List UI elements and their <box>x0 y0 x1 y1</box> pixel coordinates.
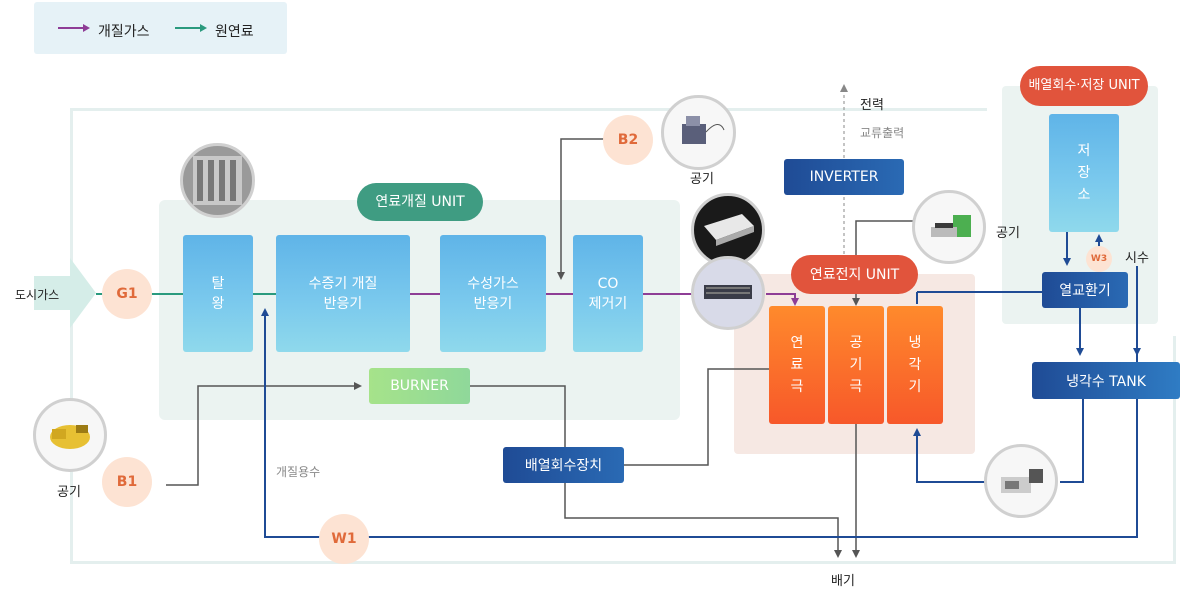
fuel-cell-unit-label: 연료전지 UNIT <box>791 255 918 294</box>
desulfurizer-photo <box>180 143 255 218</box>
inverter-block: INVERTER <box>784 159 904 195</box>
legend: 개질가스 원연료 <box>34 2 287 54</box>
heat-recovery-unit-label: 배열회수·저장 UNIT <box>1020 66 1148 106</box>
air-blower-b1-photo <box>33 398 107 472</box>
fuel-reforming-unit-label: 연료개질 UNIT <box>357 183 483 221</box>
legend-raw-fuel: 원연료 <box>215 24 254 40</box>
coolant-tank-block: 냉각수 TANK <box>1032 362 1180 399</box>
node-b1: B1 <box>102 457 152 507</box>
node-g1: G1 <box>102 269 152 319</box>
reforming-water-label: 개질용수 <box>276 465 321 479</box>
cooler-block: 냉 각 기 <box>887 306 943 424</box>
reformer-module-photo <box>691 193 765 267</box>
city-gas-label: 도시가스 <box>15 288 60 302</box>
power-label: 전력 <box>860 98 884 113</box>
heat-recovery-device-block: 배열회수장치 <box>503 447 624 483</box>
fuel-cell-stack-photo <box>691 256 765 330</box>
cathode-block: 공 기 극 <box>828 306 884 424</box>
burner-block: BURNER <box>369 368 470 404</box>
node-b2: B2 <box>603 115 653 165</box>
ac-output-label: 교류출력 <box>860 126 905 140</box>
air-label-b1: 공기 <box>57 485 81 500</box>
pump-photo <box>984 444 1058 518</box>
node-w3: W3 <box>1086 246 1112 272</box>
air-blower-fc-photo <box>912 190 986 264</box>
legend-green-arrow <box>175 24 207 32</box>
legend-reformed-gas: 개질가스 <box>98 24 150 40</box>
air-label-fc: 공기 <box>996 226 1020 241</box>
legend-purple-arrow <box>58 24 90 32</box>
heat-exchanger-block: 열교환기 <box>1042 272 1128 308</box>
system-frame <box>70 108 1176 564</box>
air-blower-b2-photo <box>661 95 736 170</box>
storage-block: 저 장 소 <box>1049 114 1119 232</box>
co-remover-block: CO 제거기 <box>573 235 643 352</box>
desulfurizer-block: 탈 왕 <box>183 235 253 352</box>
node-w1: W1 <box>319 514 369 564</box>
anode-block: 연 료 극 <box>769 306 825 424</box>
city-gas-arrow <box>34 258 96 328</box>
exhaust-label: 배기 <box>831 574 855 589</box>
steam-reformer-block: 수증기 개질 반응기 <box>276 235 410 352</box>
tap-water-label: 시수 <box>1125 251 1149 266</box>
water-gas-reactor-block: 수성가스 반응기 <box>440 235 546 352</box>
air-label-b2: 공기 <box>690 172 714 187</box>
